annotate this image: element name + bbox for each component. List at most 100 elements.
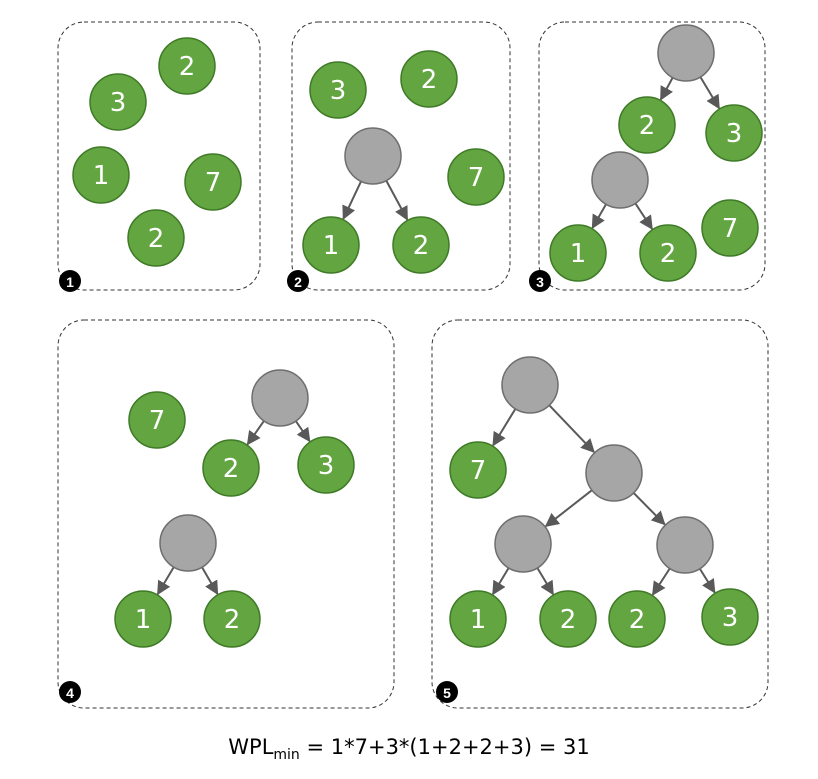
node-label: 1: [470, 605, 487, 635]
leaf-node-2: 2: [392, 216, 450, 274]
leaf-node-2: 2: [618, 96, 676, 154]
leaf-circle: [89, 73, 147, 131]
tree-edge: [385, 180, 409, 221]
leaf-circle: [608, 590, 666, 648]
leaf-node-7: 7: [128, 391, 186, 449]
leaf-circle: [701, 199, 759, 257]
step-badge: 2: [287, 270, 309, 292]
internal-circle: [251, 369, 309, 427]
wpl-formula: WPLmin = 1*7+3*(1+2+2+3) = 31: [0, 735, 818, 763]
tree-edge: [342, 180, 362, 221]
leaf-node-1: 1: [72, 146, 130, 204]
leaf-node-1: 1: [449, 590, 507, 648]
node-label: 2: [148, 224, 165, 254]
node-label: 3: [110, 88, 127, 118]
tree-edge: [492, 567, 510, 596]
badge-label: 5: [443, 685, 451, 701]
internal-node: [251, 369, 309, 427]
leaf-circle: [128, 391, 186, 449]
leaf-circle: [449, 590, 507, 648]
internal-node: [494, 515, 552, 573]
step-badge: 1: [59, 270, 81, 292]
tree-edge: [659, 77, 674, 101]
node-label: 1: [323, 231, 340, 261]
node-label: 3: [722, 603, 739, 633]
leaf-circle: [302, 216, 360, 274]
leaf-node-3: 3: [705, 104, 763, 162]
tree-edge: [632, 492, 666, 526]
internal-circle: [501, 356, 559, 414]
leaf-node-1: 1: [114, 590, 172, 648]
leaf-circle: [297, 436, 355, 494]
leaf-node-7: 7: [701, 199, 759, 257]
leaf-circle: [309, 61, 367, 119]
node-label: 3: [330, 76, 347, 106]
node-label: 7: [149, 406, 166, 436]
internal-node: [585, 444, 643, 502]
node-label: 2: [639, 111, 656, 141]
node-label: 1: [93, 161, 110, 191]
leaf-node-1: 1: [549, 224, 607, 282]
tree-edge: [544, 489, 593, 528]
tree-edge: [548, 404, 595, 454]
node-label: 2: [560, 605, 577, 635]
tree-edge: [634, 202, 653, 230]
leaf-circle: [618, 96, 676, 154]
leaf-circle: [447, 148, 505, 206]
leaf-node-2: 2: [203, 590, 261, 648]
badge-label: 3: [536, 274, 544, 290]
internal-node: [591, 151, 649, 209]
tree-edge: [536, 567, 554, 596]
tree-edge: [698, 568, 716, 594]
badge-label: 4: [66, 685, 74, 701]
leaf-node-1: 1: [302, 216, 360, 274]
tree-edge: [699, 76, 720, 110]
leaf-circle: [184, 153, 242, 211]
leaf-circle: [400, 50, 458, 108]
node-label: 7: [205, 168, 222, 198]
tree-edge: [492, 408, 517, 447]
leaf-node-7: 7: [449, 441, 507, 499]
panel-frame: [291, 21, 511, 291]
badge-circle: [287, 270, 309, 292]
step-badge: 5: [436, 681, 458, 703]
panel-frame: [431, 319, 769, 709]
node-label: 1: [135, 605, 152, 635]
node-label: 1: [570, 239, 587, 269]
badge-label: 1: [66, 274, 74, 290]
tree-edge: [651, 567, 671, 596]
node-label: 2: [224, 605, 241, 635]
tree-edge: [156, 566, 175, 596]
badge-circle: [59, 270, 81, 292]
leaf-circle: [449, 441, 507, 499]
leaf-node-3: 3: [309, 61, 367, 119]
formula-expression: = 1*7+3*(1+2+2+3) = 31: [299, 735, 590, 759]
node-label: 7: [470, 456, 487, 486]
step-badge: 4: [59, 681, 81, 703]
internal-circle: [585, 444, 643, 502]
panel-frame: [538, 21, 766, 291]
badge-circle: [436, 681, 458, 703]
node-label: 2: [413, 231, 430, 261]
panel-frame: [57, 319, 395, 709]
node-label: 2: [421, 65, 438, 95]
leaf-node-2: 2: [400, 50, 458, 108]
tree-edge: [295, 420, 311, 443]
leaf-node-2: 2: [202, 439, 260, 497]
formula-prefix: WPL: [228, 735, 274, 759]
badge-label: 2: [294, 274, 302, 290]
tree-edge: [201, 566, 219, 596]
panel-1: 3 2 1 7 2 1: [57, 21, 261, 292]
node-label: 2: [179, 52, 196, 82]
internal-circle: [591, 151, 649, 209]
internal-circle: [657, 24, 715, 82]
leaf-circle: [701, 588, 759, 646]
leaf-node-2: 2: [127, 209, 185, 267]
leaf-node-2: 2: [539, 590, 597, 648]
internal-node: [344, 127, 402, 185]
leaf-circle: [392, 216, 450, 274]
